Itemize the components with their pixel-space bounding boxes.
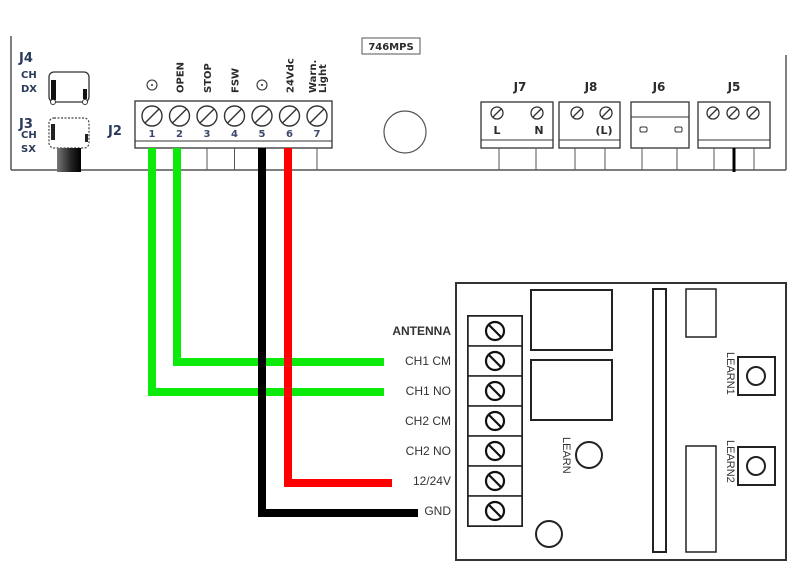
- j2-function-label: 24Vdc: [286, 58, 297, 93]
- learn1-label: LEARN1: [724, 352, 736, 395]
- j4-sub1: CH: [21, 70, 37, 81]
- j2-terminal-4: 4: [223, 105, 246, 140]
- receiver-terminal-label: CH1 NO: [406, 384, 451, 398]
- j8-label: J8: [584, 80, 598, 94]
- j2-function-label: OPEN: [176, 62, 187, 93]
- j2-terminal-1: 1: [141, 105, 163, 140]
- j2-function-label: STOP: [203, 63, 214, 93]
- j2-terminal-2: 2: [168, 105, 191, 140]
- learn-label: LEARN: [560, 437, 572, 474]
- j2-function-label: FSW: [231, 68, 242, 93]
- j3-sub2: SX: [21, 144, 36, 155]
- wire-black-gnd: [258, 148, 418, 517]
- receiver-led-circle: [535, 520, 563, 548]
- receiver-terminal-label: GND: [424, 504, 451, 518]
- receiver-terminal: [467, 315, 523, 347]
- wire-green-ch1-cm: [173, 148, 384, 366]
- connector-j8: J8 (L): [558, 80, 621, 170]
- j2-terminal-5: 5: [251, 105, 273, 140]
- relay-2: [530, 359, 613, 421]
- j6-label: J6: [652, 80, 666, 94]
- model-label: 746MPS: [361, 37, 421, 55]
- j4-sub2: DX: [21, 84, 37, 95]
- receiver-terminal-block: [467, 315, 523, 527]
- j2-pin-number: 4: [231, 129, 238, 140]
- receiver-component-bottom: [685, 445, 717, 553]
- receiver-component-top: [685, 288, 717, 338]
- j2-pin-number: 6: [286, 129, 293, 140]
- receiver-terminal: [467, 435, 523, 467]
- model-label-text: 746MPS: [368, 42, 413, 53]
- receiver-terminal-label: 12/24V: [413, 474, 451, 488]
- connector-j2: J2 1 2 3 4 5 6 7: [107, 100, 333, 149]
- wire-green-ch1-no: [148, 148, 384, 396]
- j2-terminal-7: 7: [306, 105, 328, 140]
- connector-j3: J3 CH SX: [18, 117, 90, 172]
- j8-screw-right: [599, 106, 613, 120]
- j2-terminal-6: 6: [278, 105, 301, 140]
- j7-label: J7: [513, 80, 527, 94]
- j3-plug: [57, 148, 81, 172]
- relay-1: [530, 289, 613, 351]
- j4-socket: [48, 71, 90, 103]
- receiver-terminal: [467, 405, 523, 437]
- receiver-board: ANTENNA CH1 CM CH1 NO CH2 CM CH2 NO 12/24V GND…: [392, 282, 787, 561]
- j2-pin-number: 2: [176, 129, 183, 140]
- j2-function-label: Warn.: [308, 60, 319, 93]
- j7-l-label: L: [493, 124, 500, 137]
- antenna-strip: [652, 288, 667, 553]
- board-hole-circle: [383, 110, 427, 154]
- j5-screw-3: [746, 106, 760, 120]
- j6-block: [630, 101, 690, 149]
- j2-function-labels: OPEN STOP FSW 24Vdc Warn.Light: [146, 58, 329, 93]
- connector-j6: J6: [630, 80, 690, 170]
- j8-l-label: (L): [595, 124, 612, 137]
- receiver-terminal: [467, 375, 523, 407]
- connector-j7: J7 L N: [480, 80, 554, 170]
- receiver-terminal: [467, 345, 523, 377]
- j2-pin-number: 3: [204, 129, 211, 140]
- j2-pin-number: 1: [149, 129, 156, 140]
- wire-red-12-24v: [284, 148, 392, 487]
- j4-label: J4: [18, 51, 33, 66]
- receiver-terminal: [467, 465, 523, 497]
- j5-label: J5: [727, 80, 741, 94]
- receiver-terminal: [467, 495, 523, 527]
- learn2-label: LEARN2: [724, 440, 736, 483]
- j2-pin-number: 7: [314, 129, 321, 140]
- learn2-button[interactable]: [746, 456, 766, 476]
- j7-screw-left: [490, 106, 504, 120]
- connector-j4: J4 CH DX: [18, 51, 90, 105]
- j3-label: J3: [18, 117, 33, 132]
- receiver-terminal-label: CH2 NO: [406, 444, 451, 458]
- ground-symbol-icon: [146, 79, 158, 91]
- receiver-terminal-label: CH2 CM: [405, 414, 451, 428]
- j2-terminal-3: 3: [196, 105, 218, 140]
- receiver-terminal-label: ANTENNA: [392, 324, 451, 338]
- learn-button[interactable]: [575, 441, 603, 469]
- j7-n-label: N: [534, 124, 543, 137]
- j7-screw-right: [530, 106, 544, 120]
- j2-function-label: Light: [318, 64, 329, 93]
- j2-label: J2: [107, 124, 122, 139]
- wires: [148, 148, 418, 517]
- main-board: 746MPS J4 CH DX J3 CH SX: [10, 36, 787, 172]
- j8-screw-left: [570, 106, 584, 120]
- connector-j5: J5: [697, 80, 771, 172]
- receiver-terminal-label: CH1 CM: [405, 354, 451, 368]
- j5-screw-1: [706, 106, 720, 120]
- learn1-button[interactable]: [746, 366, 766, 386]
- j2-pin-number: 5: [259, 129, 266, 140]
- ground-symbol-icon: [256, 79, 268, 91]
- j3-sub1: CH: [21, 130, 37, 141]
- j3-socket: [48, 117, 90, 149]
- j5-screw-2: [726, 106, 740, 120]
